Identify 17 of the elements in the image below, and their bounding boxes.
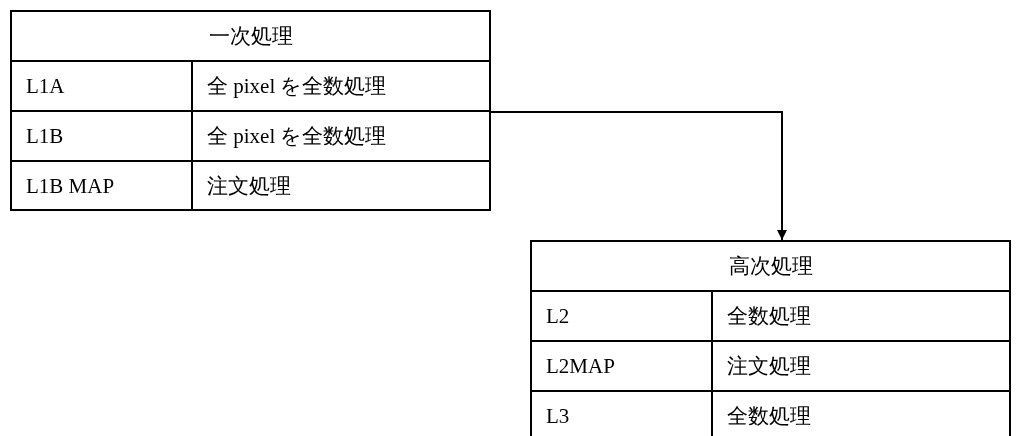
table-frame [10,10,491,211]
level-cell: L3 [532,390,711,436]
level-cell: L1B [12,110,191,160]
table-heading: 高次処理 [728,253,813,280]
description-cell: 全 pixel を全数処理 [191,60,489,110]
description-cell: 全数処理 [711,290,1009,340]
description-cell: 全 pixel を全数処理 [191,110,489,160]
level-cell: L1A [12,60,191,110]
description-cell: 全数処理 [711,390,1009,436]
description-cell: 注文処理 [191,160,489,210]
arrow [490,111,787,241]
description-cell: 注文処理 [711,340,1009,390]
level-cell: L2 [532,290,711,340]
table-frame [530,240,1011,436]
level-cell: L1B MAP [12,160,191,210]
table-heading: 一次処理 [208,23,293,50]
level-cell: L2MAP [532,340,711,390]
